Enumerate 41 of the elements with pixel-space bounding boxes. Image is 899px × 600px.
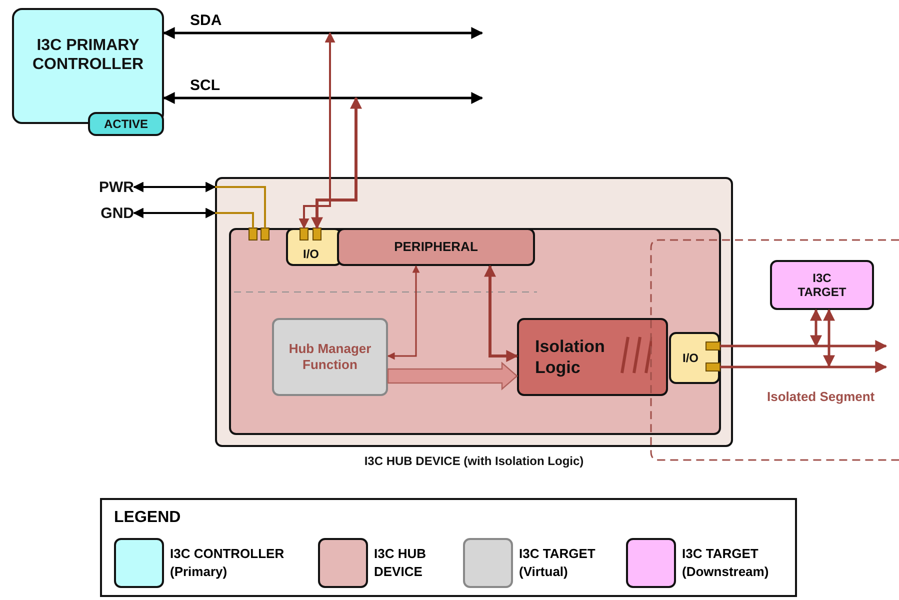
legend-label: I3C CONTROLLER (Primary) — [170, 545, 286, 581]
node-label: Hub Manager Function — [288, 341, 372, 373]
node-label: ACTIVE — [104, 116, 148, 132]
wire — [215, 186, 266, 228]
edge-label: SDA — [190, 12, 222, 30]
bus-arrow — [162, 27, 484, 39]
io-block — [669, 332, 720, 384]
segment-label: Isolated Segment — [767, 389, 875, 404]
edge-label: SCL — [190, 77, 220, 95]
node-label: I/O — [302, 246, 319, 262]
isolation-logic-box — [517, 318, 668, 396]
bus-arrow — [720, 340, 888, 352]
bus-arrow — [162, 92, 484, 104]
arrow — [387, 265, 420, 360]
node-label: I/O — [682, 350, 698, 366]
bus-arrow — [810, 308, 822, 348]
wire — [215, 212, 254, 228]
bus-arrow — [823, 308, 835, 368]
bus-arrow — [298, 32, 336, 230]
signal-label: GND — [86, 203, 134, 223]
hub-inner-panel — [229, 228, 721, 435]
target-box — [770, 260, 874, 310]
node-label: Isolation Logic — [535, 336, 606, 378]
node-label: I3C TARGET — [796, 270, 848, 300]
block-arrow — [387, 362, 518, 390]
bus-arrow — [311, 96, 362, 230]
arrow — [484, 264, 518, 362]
signal-label: PWR — [86, 177, 134, 197]
device-caption: I3C HUB DEVICE (with Isolation Logic) — [363, 454, 585, 468]
peripheral-box — [337, 228, 535, 266]
arrow — [132, 208, 216, 218]
node-label: PERIPHERAL — [394, 239, 478, 255]
node-label: I3C PRIMARY CONTROLLER — [32, 36, 144, 74]
arrow — [132, 182, 216, 192]
legend-title: LEGEND — [114, 509, 181, 527]
bus-arrow — [720, 361, 888, 373]
legend-label: I3C HUB DEVICE — [374, 545, 428, 581]
hub-manager-box — [272, 318, 388, 396]
status-tab — [88, 112, 164, 136]
legend-label: I3C TARGET (Downstream) — [682, 545, 770, 581]
legend-label: I3C TARGET (Virtual) — [519, 545, 596, 581]
